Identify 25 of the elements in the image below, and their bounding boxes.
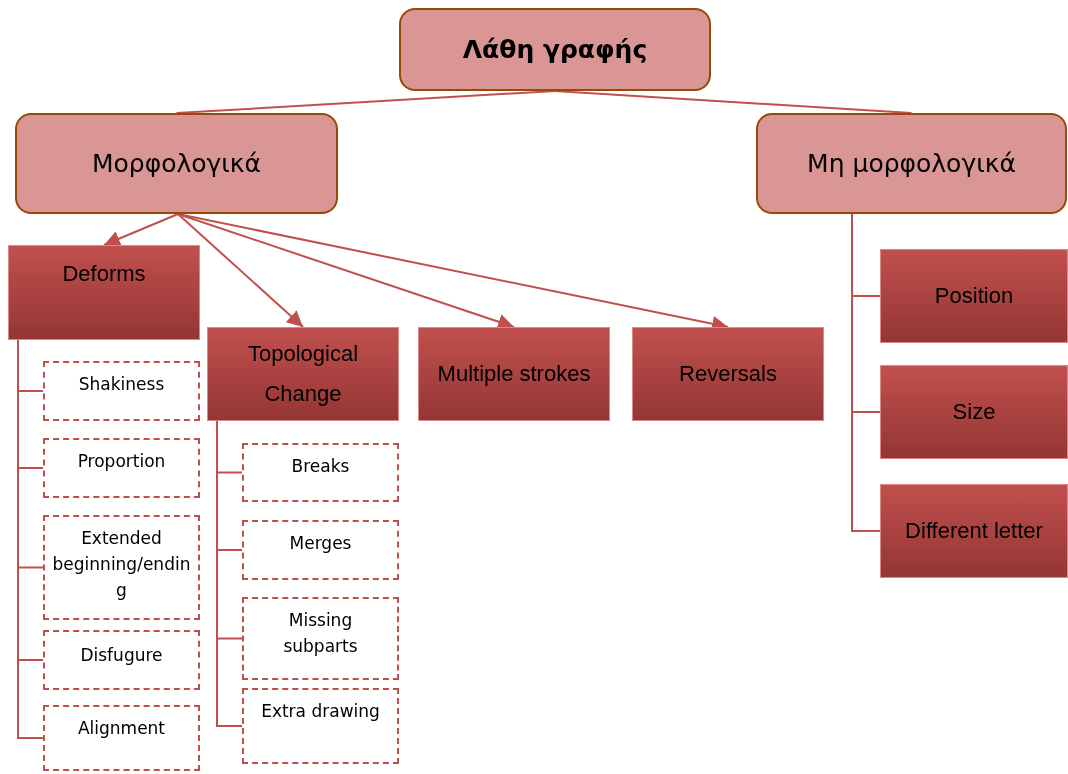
error-type-box: Extra drawing xyxy=(242,688,399,764)
error-type-box: Proportion xyxy=(43,438,200,498)
category-box: Μορφολογικά xyxy=(15,113,338,214)
arrow xyxy=(177,213,304,328)
subcategory-box: Position xyxy=(880,249,1068,343)
arrow xyxy=(103,213,179,247)
error-type-box: Merges xyxy=(242,520,399,580)
error-type-box: Breaks xyxy=(242,443,399,502)
connector-line xyxy=(216,420,243,727)
subcategory-box: Size xyxy=(880,365,1068,459)
connector-line xyxy=(851,213,881,532)
category-box: Λάθη γραφής xyxy=(399,8,711,91)
error-type-box: Disfugure xyxy=(43,630,200,690)
error-type-box: Extended beginning/ending xyxy=(43,515,200,620)
subcategory-box: Reversals xyxy=(632,327,824,421)
subcategory-box: Deforms xyxy=(8,245,200,340)
subcategory-box: Different letter xyxy=(880,484,1068,578)
connector-line xyxy=(175,90,556,114)
subcategory-box: Multiple strokes xyxy=(418,327,610,421)
error-type-box: Missing subparts xyxy=(242,597,399,680)
connector-line xyxy=(554,90,913,114)
category-box: Μη μορφολογικά xyxy=(756,113,1067,214)
error-type-box: Alignment xyxy=(43,705,200,771)
subcategory-box: Topological Change xyxy=(207,327,399,421)
error-type-box: Shakiness xyxy=(43,361,200,421)
